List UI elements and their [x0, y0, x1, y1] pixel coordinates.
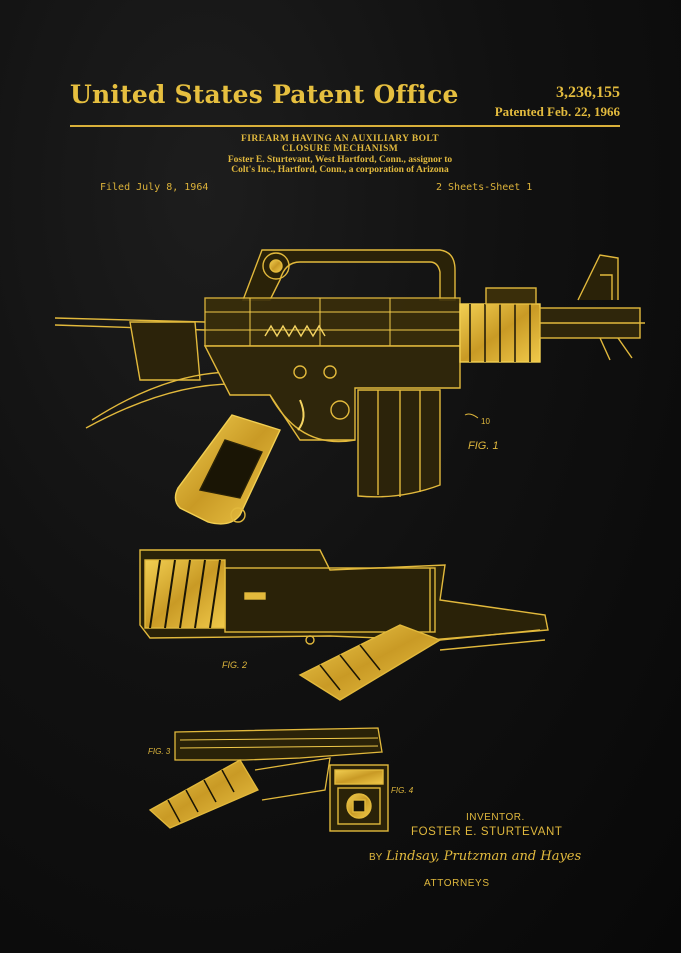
fig3-label: FIG. 3: [148, 747, 171, 756]
attorney-signature: Lindsay, Prutzman and Hayes: [386, 849, 582, 864]
fig2-label: FIG. 2: [222, 660, 248, 670]
inventor-heading: INVENTOR.: [466, 812, 525, 823]
sheet-count: 2 Sheets-Sheet 1: [436, 182, 533, 193]
filed-date: Filed July 8, 1964: [100, 182, 209, 193]
fig1-reference-number: 10: [481, 417, 490, 426]
invention-title: FIREARM HAVING AN AUXILIARY BOLT CLOSURE…: [150, 134, 530, 154]
invention-title-line1: FIREARM HAVING AN AUXILIARY BOLT: [241, 134, 439, 144]
fig3-section-drawing: [148, 727, 383, 829]
fig4-label: FIG. 4: [391, 786, 414, 795]
attorneys-label: ATTORNEYS: [424, 878, 490, 889]
fig2-bolt-section-drawing: [139, 549, 549, 701]
header-rule: [70, 125, 620, 127]
patent-number: 3,236,155: [556, 84, 620, 101]
patented-date: Patented Feb. 22, 1966: [494, 104, 620, 119]
fig1-label: FIG. 1: [468, 440, 499, 452]
by-label: BY: [369, 852, 383, 863]
inventor-name: FOSTER E. STURTEVANT: [411, 826, 563, 838]
fig4-cross-section-drawing: [329, 764, 389, 832]
fig1-reference-arrow: [464, 413, 479, 419]
assignee-line: Colt's Inc., Hartford, Conn., a corporat…: [231, 165, 449, 175]
patent-office-title: United States Patent Office: [70, 80, 459, 109]
inventor-line: Foster E. Sturtevant, West Hartford, Con…: [227, 155, 453, 165]
invention-title-line2: CLOSURE MECHANISM: [281, 144, 399, 154]
fig1-rifle-drawing: [54, 249, 645, 525]
